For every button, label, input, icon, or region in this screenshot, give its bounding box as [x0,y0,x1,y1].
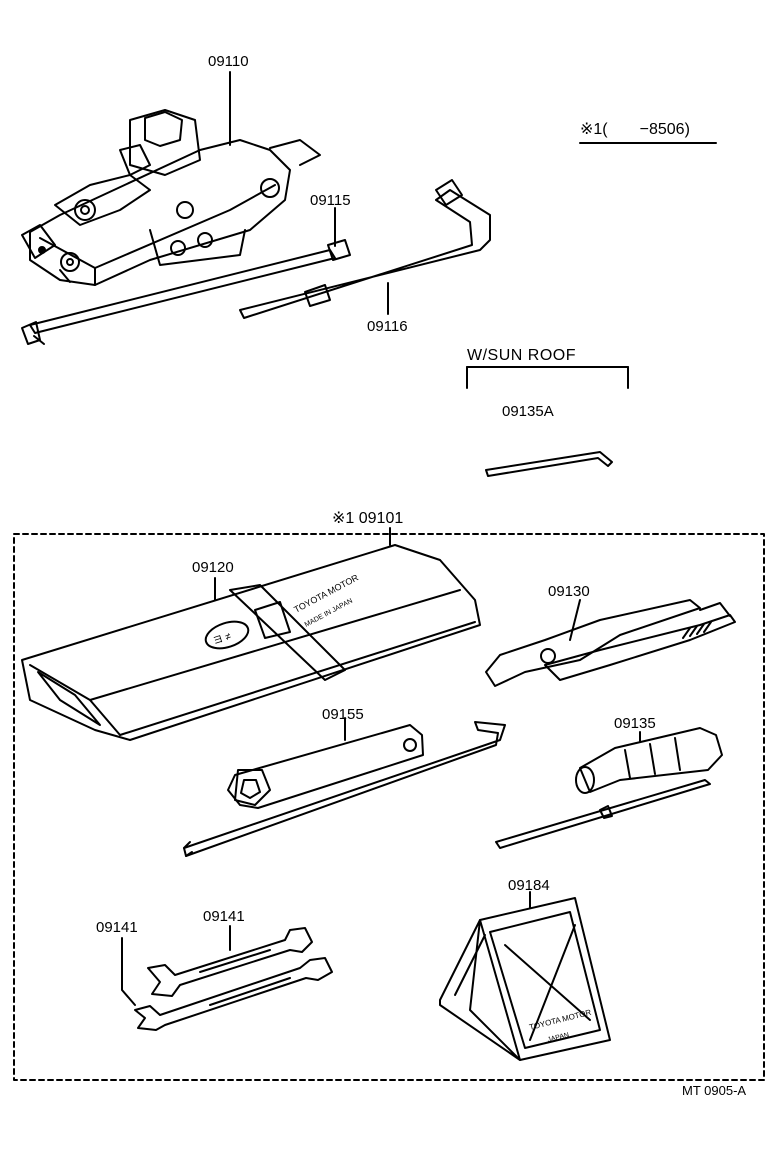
chock-brand-text: TOYOTA MOTOR [528,1008,592,1032]
leader-wrench-a [121,937,136,1006]
label-pliers: 09130 [548,583,590,600]
screwdriver-handle-illustration [575,727,723,794]
label-jack: 09110 [208,53,249,70]
plug-wrench-illustration [183,721,506,857]
label-screwdriver: 09135 [614,715,656,732]
label-lug-wrench: 09116 [367,318,408,335]
lug-wrench-illustration [239,179,491,319]
figure-code: MT 0905-A [682,1083,747,1098]
label-jack-handle: 09115 [310,192,351,209]
label-plug-wrench: 09155 [322,706,364,723]
label-tool-set: ※1 09101 [332,510,404,527]
wheel-chock-illustration: TOYOTA MOTOR JAPAN [439,897,611,1061]
leader-pliers [569,599,581,641]
label-tool-bag: 09120 [192,559,234,576]
pliers-illustration [485,599,736,687]
label-sunroof-header: W/SUN ROOF [467,347,576,364]
wrench-lower-illustration [134,957,333,1031]
label-wrench-b: 09141 [203,908,245,925]
chock-origin-text: JAPAN [547,1032,570,1044]
sunroof-bracket [466,366,629,389]
label-sunroof-tool: 09135A [502,403,554,420]
label-wheel-chock: 09184 [508,877,550,894]
jack-handle-illustration [21,239,351,345]
tool-set-frame [13,533,765,1081]
wrench-upper-illustration [147,927,313,997]
tool-bag-illustration: ヨ ≠ TOYOTA MOTOR MADE IN JAPAN [21,544,481,741]
svg-text:ヨ ≠: ヨ ≠ [212,631,233,647]
label-wrench-a: 09141 [96,919,138,936]
jack-illustration [21,109,321,286]
screwdriver-blade-illustration [495,779,711,849]
bag-brand-text: TOYOTA MOTOR [292,572,360,615]
label-note: ※1( −8506) [580,121,690,138]
sunroof-tool-illustration [485,451,613,477]
